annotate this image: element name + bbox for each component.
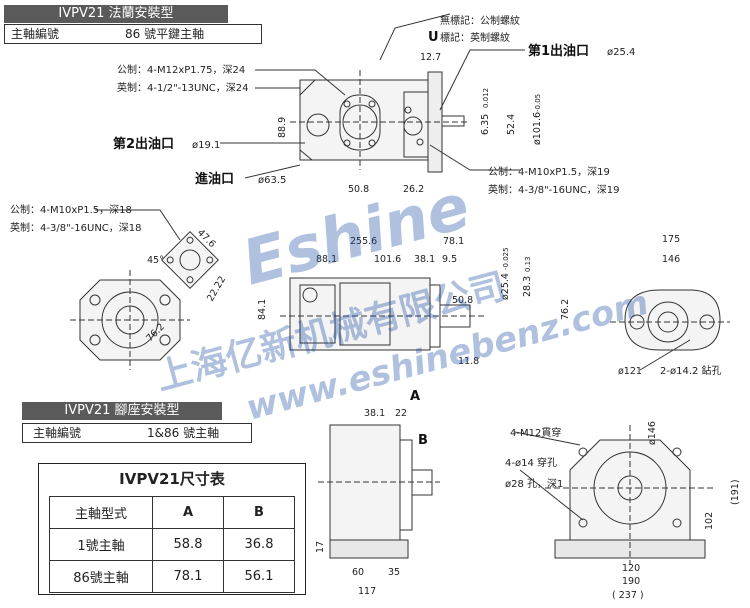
hole14-note: 4-ø14 穿孔 bbox=[505, 456, 557, 469]
dim-190: 190 bbox=[622, 576, 640, 587]
watermark: Eshine 上海亿新机械有限公司 www.eshinebenz.com bbox=[152, 169, 653, 428]
dim-102: 102 bbox=[704, 512, 715, 530]
through-hole-note: 4-M12貫穿 bbox=[510, 426, 561, 439]
annotation-labels: 無標記：公制螺紋 U 標記：英制螺紋 公制：4-M12xP1.75，深24 英制… bbox=[10, 14, 722, 490]
top-left-imperial: 英制：4-1/2"-13UNC，深24 bbox=[117, 81, 249, 94]
dim-50-8: 50.8 bbox=[348, 184, 369, 195]
dim-120: 120 bbox=[622, 563, 640, 574]
foot-front-view bbox=[545, 425, 715, 565]
dim-84-1: 84.1 bbox=[257, 299, 268, 320]
foot-shaft-value: 1&86 號主軸 bbox=[147, 426, 220, 440]
outlet1-size: ø25.4 bbox=[607, 47, 635, 58]
dim-101-6-tol: -0.05 bbox=[534, 94, 542, 112]
hole28-note: ø28 孔，深1 bbox=[505, 478, 563, 490]
flange-shaft-row: 主軸編號 86 號平鍵主軸 bbox=[4, 24, 262, 44]
dim-25-4: ø25.4 bbox=[500, 273, 511, 300]
dim-76-2b: 76.2 bbox=[560, 299, 571, 320]
dim-237: ( 237 ) bbox=[612, 590, 644, 601]
dim-A: A bbox=[410, 389, 420, 404]
table-cell: 86號主軸 bbox=[49, 560, 153, 593]
dim-146b: ø146 bbox=[647, 421, 658, 445]
dim-B: B bbox=[418, 433, 428, 448]
dim-60: 60 bbox=[352, 567, 364, 578]
table-row: 主軸型式 A B bbox=[49, 496, 295, 529]
outlet2-size: ø19.1 bbox=[192, 140, 220, 151]
port-detail-view bbox=[161, 231, 219, 289]
dim-28-3-tol: 0.13 bbox=[524, 256, 532, 272]
dim-11-8: 11.8 bbox=[458, 356, 479, 367]
table-cell: 78.1 bbox=[152, 560, 224, 593]
dim-88-9: 88.9 bbox=[277, 117, 288, 138]
dimension-labels: 12.7 88.9 50.8 26.2 6.35 0.012 52.4 ø101… bbox=[144, 52, 741, 601]
dim-101-6: ø101.6 bbox=[532, 112, 543, 145]
dim-50-8b: 50.8 bbox=[452, 295, 473, 306]
dim-6-35: 6.35 bbox=[480, 114, 491, 135]
foot-shaft-row: 主軸編號 1&86 號主軸 bbox=[22, 423, 252, 443]
flange-mount-title: IVPV21 法蘭安裝型 bbox=[4, 5, 228, 23]
dim-45-deg: 45° bbox=[147, 255, 164, 266]
dim-17: 17 bbox=[315, 541, 326, 553]
no-mark-note: 無標記：公制螺紋 bbox=[440, 14, 520, 27]
u-mark-note: 標記：英制螺紋 bbox=[440, 31, 510, 44]
dim-22-22: 22.22 bbox=[205, 274, 228, 303]
dim-35: 35 bbox=[388, 567, 400, 578]
right-imperial: 英制：4-3/8"-16UNC，深19 bbox=[488, 183, 620, 196]
dim-101-6b: 101.6 bbox=[374, 254, 401, 265]
table-cell: 56.1 bbox=[223, 560, 295, 593]
right-metric: 公制：4-M10xP1.5，深19 bbox=[488, 165, 610, 178]
outlet1-label: 第1出油口 bbox=[528, 43, 589, 59]
outlet2-label: 第2出油口 bbox=[113, 136, 174, 152]
dim-38-1b: 38.1 bbox=[364, 408, 385, 419]
front-flange-view bbox=[70, 270, 190, 370]
dim-52-4: 52.4 bbox=[506, 114, 517, 135]
inlet-label: 進油口 bbox=[195, 171, 234, 187]
dim-191: (191) bbox=[730, 479, 741, 505]
dim-12-7: 12.7 bbox=[420, 52, 441, 63]
foot-mount-title: IVPV21 腳座安裝型 bbox=[22, 402, 222, 420]
table-cell: 1號主軸 bbox=[49, 528, 153, 561]
flange-top-view bbox=[290, 70, 470, 173]
foot-side-view bbox=[318, 424, 440, 559]
size-table-frame: IVPV21尺寸表 主軸型式 A B 1號主軸 58.8 36.8 86號主軸 … bbox=[38, 463, 306, 595]
dim-175: 175 bbox=[662, 234, 680, 245]
foot-shaft-label: 主軸編號 bbox=[33, 426, 82, 440]
end-view bbox=[610, 289, 730, 351]
dim-25-4-tol: -0.025 bbox=[502, 247, 510, 270]
dim-146a: 146 bbox=[662, 254, 680, 265]
flange-shaft-value: 86 號平鍵主軸 bbox=[125, 27, 205, 41]
dim-28-3: 28.3 bbox=[522, 276, 533, 297]
dim-38-1a: 38.1 bbox=[414, 254, 435, 265]
flange-shaft-label: 主軸編號 bbox=[11, 27, 60, 41]
left-imperial: 英制：4-3/8"-16UNC，深18 bbox=[10, 221, 142, 234]
top-left-metric: 公制：4-M12xP1.75，深24 bbox=[117, 63, 245, 76]
dim-26-2: 26.2 bbox=[403, 184, 424, 195]
table-row: 86號主軸 78.1 56.1 bbox=[49, 560, 295, 593]
dim-78-1: 78.1 bbox=[443, 236, 464, 247]
left-metric: 公制：4-M10xP1.5，深18 bbox=[10, 203, 132, 216]
dim-6-35-tol: 0.012 bbox=[482, 88, 490, 108]
dim-255-6: 255.6 bbox=[350, 236, 377, 247]
drill-note: 2-ø14.2 鉆孔 bbox=[660, 364, 722, 377]
u-mark-letter: U bbox=[428, 30, 439, 45]
table-header-cell: B bbox=[223, 496, 295, 529]
dim-121: ø121 bbox=[618, 366, 642, 377]
inlet-size: ø63.5 bbox=[258, 175, 286, 186]
dim-88-1: 88.1 bbox=[316, 254, 337, 265]
dim-9-5: 9.5 bbox=[442, 254, 457, 265]
size-table-title: IVPV21尺寸表 bbox=[119, 470, 225, 488]
table-cell: 58.8 bbox=[152, 528, 224, 561]
dim-117: 117 bbox=[358, 586, 376, 597]
side-view bbox=[280, 277, 485, 351]
size-table: 主軸型式 A B 1號主軸 58.8 36.8 86號主軸 78.1 56.1 bbox=[49, 496, 295, 593]
dim-22: 22 bbox=[395, 408, 407, 419]
